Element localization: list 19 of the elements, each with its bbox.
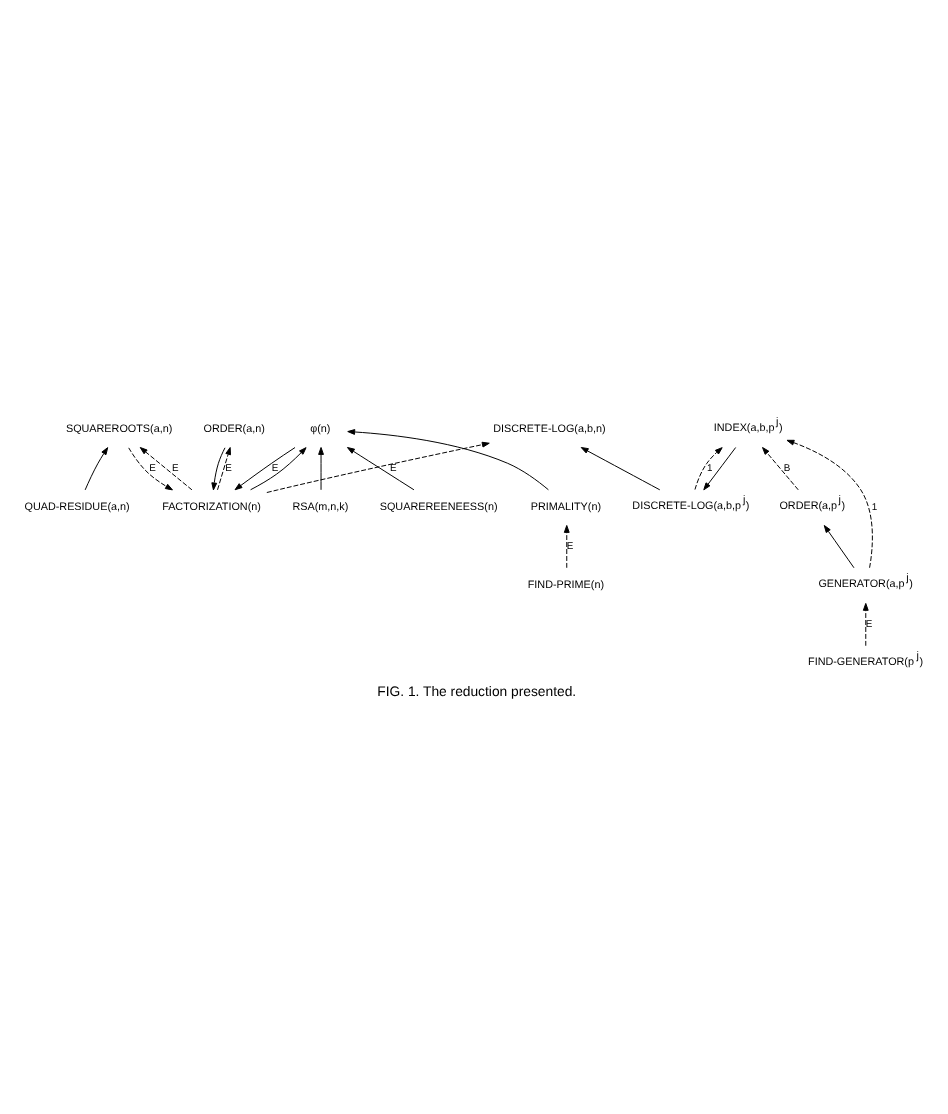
arrow — [694, 446, 723, 490]
arrow — [823, 523, 855, 568]
arrow — [139, 446, 193, 490]
arrow — [234, 446, 296, 490]
arrow — [347, 428, 549, 490]
arrow — [128, 446, 173, 490]
arrow — [84, 446, 109, 490]
arrow — [346, 446, 415, 490]
arrow — [862, 601, 869, 646]
arrow — [217, 446, 231, 490]
arrow — [762, 446, 799, 490]
arrow — [563, 523, 570, 568]
arrow — [318, 446, 324, 490]
arrow — [266, 440, 490, 492]
arrow — [211, 446, 226, 490]
arrow — [250, 446, 307, 490]
arrow — [580, 446, 661, 490]
arrow — [786, 438, 873, 568]
arrow — [703, 446, 737, 490]
